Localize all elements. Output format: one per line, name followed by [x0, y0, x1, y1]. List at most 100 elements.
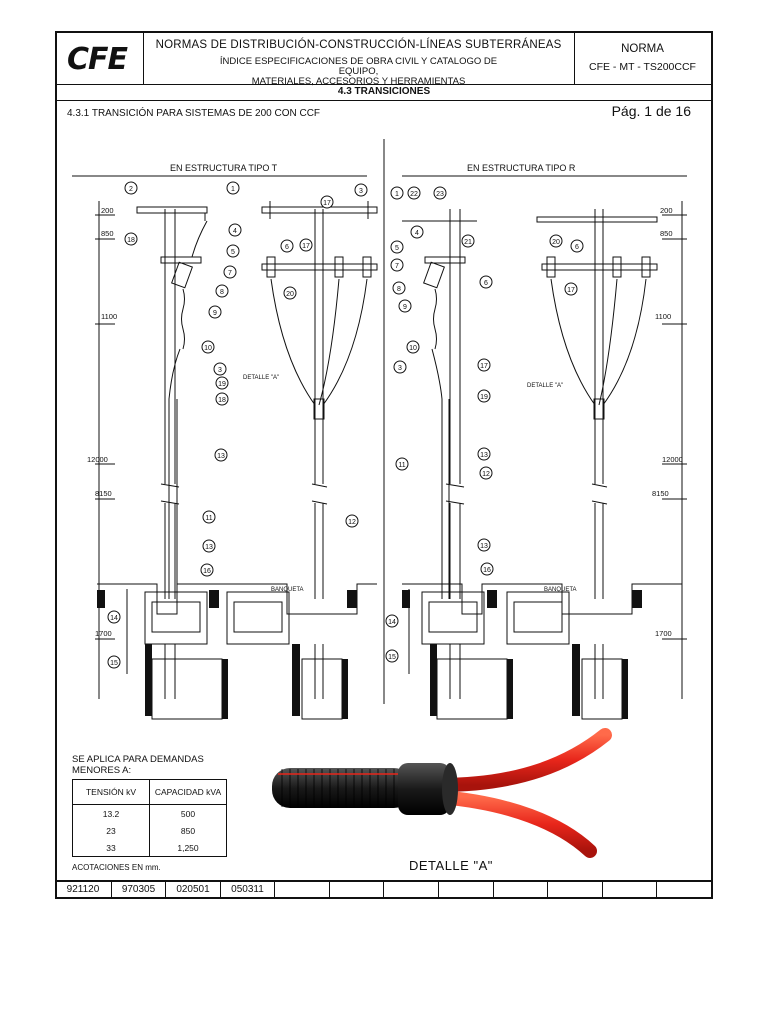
revision-cell — [603, 881, 657, 899]
callout: 14 — [110, 615, 118, 622]
callout: 14 — [388, 619, 396, 626]
callout: 10 — [409, 345, 417, 352]
revision-cell — [384, 881, 439, 899]
table-row: 13.2 500 — [72, 804, 227, 822]
callout: 17 — [302, 243, 310, 250]
callout: 9 — [403, 304, 407, 311]
revision-cell: 921120 — [55, 881, 112, 899]
detalle-ref-left: DETALLE "A" — [243, 375, 279, 381]
callout: 7 — [395, 263, 399, 270]
dim-right-5: 1700 — [655, 629, 672, 638]
callout: 20 — [286, 291, 294, 298]
revision-cell — [494, 881, 548, 899]
callout: 11 — [398, 462, 405, 469]
callout: 19 — [480, 394, 488, 401]
callout: 22 — [410, 191, 418, 198]
section-title: 4.3.1 TRANSICIÓN PARA SISTEMAS DE 200 CO… — [67, 108, 321, 119]
subtitle-line-1: ÍNDICE ESPECIFICACIONES DE OBRA CIVIL Y … — [219, 56, 498, 77]
dim-left-2: 1100 — [101, 312, 117, 321]
dim-right-0: 200 — [660, 206, 673, 215]
capacidad-cell: 850 — [149, 822, 227, 839]
callout: 1 — [231, 186, 235, 193]
tension-cell: 33 — [72, 839, 150, 857]
callout: 6 — [484, 280, 488, 287]
page-number: Pág. 1 de 16 — [611, 103, 691, 119]
callout: 17 — [480, 363, 488, 370]
callouts-tipo-r: 1 22 23 4 21 5 7 6 8 9 10 3 17 19 13 11 … — [385, 186, 584, 663]
callout: 20 — [552, 239, 560, 246]
callout: 6 — [575, 244, 579, 251]
callout: 17 — [567, 287, 575, 294]
capacidad-cell: 500 — [149, 804, 227, 822]
document-subtitle: ÍNDICE ESPECIFICACIONES DE OBRA CIVIL Y … — [143, 57, 574, 87]
dim-left-0: 200 — [101, 206, 114, 215]
norma-box: NORMA CFE - MT - TS200CCF — [574, 33, 711, 84]
table-row: 23 850 — [72, 822, 227, 839]
norma-code: CFE - MT - TS200CCF — [589, 61, 696, 73]
subtitle-line-2: MATERIALES, ACCESORIOS Y HERRAMIENTAS — [251, 76, 466, 87]
callout: 6 — [285, 244, 289, 251]
callout: 12 — [348, 519, 356, 526]
label-estructura-r: EN ESTRUCTURA TIPO R — [467, 163, 576, 173]
callouts-tipo-t: 2 1 18 4 5 7 8 9 10 3 19 18 13 11 13 16 … — [107, 181, 368, 669]
detalle-a-cable — [272, 728, 639, 858]
dim-left-3: 12000 — [87, 455, 108, 464]
demand-note: SE APLICA PARA DEMANDAS MENORES A: — [72, 754, 204, 776]
drawing-sheet: CFE NORMAS DE DISTRIBUCIÓN-CONSTRUCCIÓN-… — [55, 31, 713, 899]
callout: 8 — [397, 286, 401, 293]
section-heading: 4.3 TRANSICIONES — [57, 84, 711, 101]
callout: 7 — [228, 270, 232, 277]
callout: 23 — [436, 191, 444, 198]
title-box: NORMAS DE DISTRIBUCIÓN-CONSTRUCCIÓN-LÍNE… — [143, 33, 575, 87]
banqueta-left: BANQUETA — [271, 587, 304, 593]
callout: 10 — [204, 345, 212, 352]
callout: 15 — [388, 654, 396, 661]
revision-cell — [439, 881, 494, 899]
capacidad-cell: 1,250 — [149, 839, 227, 857]
callout: 21 — [464, 239, 472, 246]
revision-cell: 970305 — [112, 881, 166, 899]
transition-drawing: 200 850 1100 12000 8150 1700 200 850 110… — [72, 139, 687, 720]
callout: 15 — [110, 660, 118, 667]
dim-right-3: 12000 — [662, 455, 683, 464]
red-cable-upper — [433, 728, 612, 792]
header-row: CFE NORMAS DE DISTRIBUCIÓN-CONSTRUCCIÓN-… — [57, 33, 711, 87]
callout: 5 — [231, 249, 235, 256]
callout: 4 — [233, 228, 237, 235]
revision-cell: 050311 — [221, 881, 275, 899]
callout: 3 — [359, 188, 363, 195]
callout: 11 — [205, 515, 212, 522]
footer-divider — [55, 880, 713, 882]
callout: 8 — [220, 289, 224, 296]
document-title: NORMAS DE DISTRIBUCIÓN-CONSTRUCCIÓN-LÍNE… — [155, 39, 562, 51]
callout: 12 — [482, 471, 490, 478]
callout: 13 — [205, 544, 213, 551]
demand-table: TENSIÓN kV CAPACIDAD kVA 13.2 500 23 850… — [72, 779, 227, 857]
norma-label: NORMA — [621, 43, 664, 55]
cable-boot — [398, 763, 450, 815]
table-row: 33 1,250 — [72, 839, 227, 857]
tension-cell: 13.2 — [72, 804, 150, 822]
revision-cell — [657, 881, 711, 899]
callout: 16 — [483, 567, 491, 574]
col-tension: TENSIÓN kV — [72, 779, 150, 805]
callout: 18 — [127, 237, 135, 244]
revision-cell — [275, 881, 330, 899]
revision-cell: 020501 — [166, 881, 221, 899]
revision-cell — [548, 881, 603, 899]
callout: 18 — [218, 397, 226, 404]
callout: 3 — [218, 367, 222, 374]
callout: 13 — [480, 543, 488, 550]
callout: 13 — [480, 452, 488, 459]
tension-cell: 23 — [72, 822, 150, 839]
dim-left-4: 8150 — [95, 489, 112, 498]
dim-left-1: 850 — [101, 229, 114, 238]
callout: 17 — [323, 200, 331, 207]
ground-hatch — [97, 590, 642, 719]
label-estructura-t: EN ESTRUCTURA TIPO T — [170, 163, 278, 173]
callout: 16 — [203, 568, 211, 575]
callout: 9 — [213, 310, 217, 317]
units-note: ACOTACIONES EN mm. — [72, 863, 161, 872]
banqueta-right: BANQUETA — [544, 587, 577, 593]
red-cable-lower — [433, 790, 597, 858]
